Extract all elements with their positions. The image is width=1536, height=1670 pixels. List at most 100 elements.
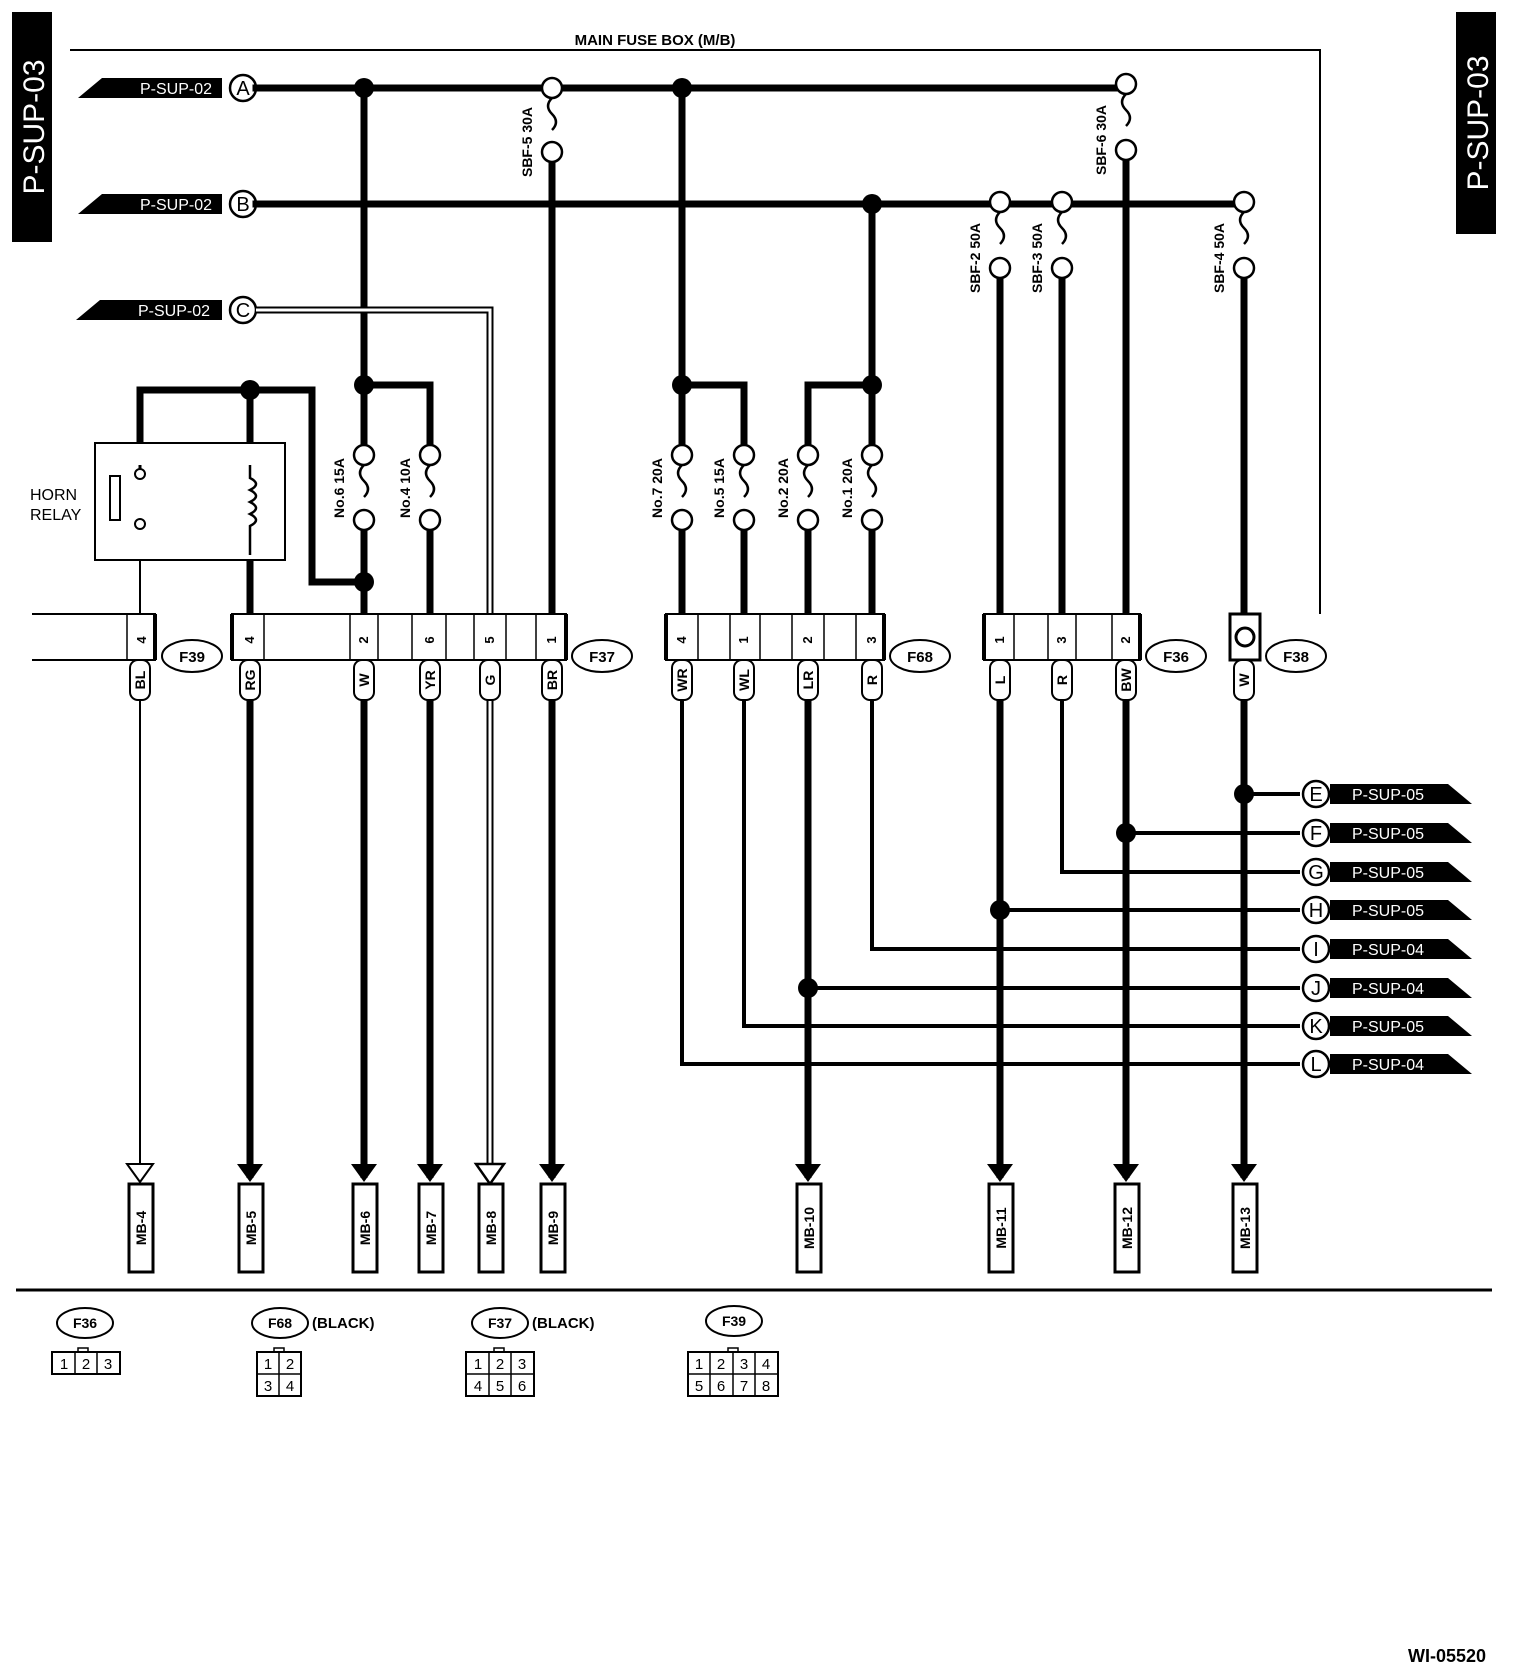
page-tab-right-text: P-SUP-03 [1462,55,1495,190]
connector-legend: F36 1 2 3 F68 (BLACK) 1 2 3 4 F37 (BLACK… [51,1305,779,1397]
svg-text:P-SUP-05: P-SUP-05 [1352,903,1424,920]
svg-text:F36: F36 [1163,649,1189,666]
svg-text:3: 3 [264,1378,272,1395]
svg-text:MB-7: MB-7 [423,1211,439,1245]
wire-tag-wr: WR [671,659,693,701]
lower-wires [246,700,1248,1178]
connector-f36: F36 [982,613,1207,673]
ref-flag-f[interactable]: F P-SUP-05 [1301,818,1472,848]
svg-text:6: 6 [717,1378,725,1395]
bus-wires [136,84,1248,618]
svg-text:F: F [1310,823,1322,845]
svg-text:G: G [1308,862,1324,884]
svg-text:W: W [1236,673,1252,687]
svg-text:2: 2 [800,636,815,643]
svg-text:RG: RG [242,669,258,690]
ref-flag-h[interactable]: H P-SUP-05 [1301,895,1472,925]
ref-flag-i[interactable]: I P-SUP-04 [1301,934,1472,964]
ref-flag-l[interactable]: L P-SUP-04 [1301,1049,1472,1079]
wire-tag-l: L [989,659,1011,701]
legend-f37: F37 (BLACK) 1 2 3 4 5 6 [465,1307,594,1397]
svg-text:YR: YR [422,670,438,689]
arrowheads [125,1162,1257,1187]
horn-relay-label-1: HORN [30,487,77,504]
fuse-sbf6: SBF-6 30A [1093,72,1138,175]
svg-text:R: R [864,675,880,685]
svg-text:No.6 15A: No.6 15A [331,458,347,518]
svg-text:3: 3 [104,1356,112,1373]
ref-flag-k[interactable]: K P-SUP-05 [1301,1011,1472,1041]
svg-text:F38: F38 [1283,649,1309,666]
wire-tag-w-f38: W [1233,659,1255,701]
svg-text:No.7 20A: No.7 20A [649,458,665,518]
ref-flag-g[interactable]: G P-SUP-05 [1301,857,1472,887]
svg-text:K: K [1309,1016,1323,1038]
terminal-mb-10: MB-10 [795,1182,823,1274]
terminal-mb-6: MB-6 [351,1182,379,1274]
wire-tag-g: G [479,659,501,701]
wire-tag-rg: RG [239,659,261,701]
svg-text:3: 3 [740,1356,748,1373]
wire-color-tags: BL RG W YR G BR WR WL LR R L R BW W [129,659,1255,701]
svg-text:L: L [1310,1054,1321,1076]
svg-text:H: H [1309,900,1323,922]
ref-flag-j[interactable]: J P-SUP-04 [1301,973,1472,1003]
ref-flag-e[interactable]: E P-SUP-05 [1301,779,1472,809]
horn-relay: HORN RELAY [30,442,286,561]
svg-text:(BLACK): (BLACK) [532,1315,594,1332]
ref-flag-c[interactable]: P-SUP-02 C [76,295,258,325]
fuse-no2: No.2 20A [775,443,820,532]
svg-text:W: W [356,673,372,687]
ref-flag-b[interactable]: P-SUP-02 B [78,189,258,219]
svg-text:2: 2 [356,636,371,643]
svg-text:8: 8 [762,1378,770,1395]
svg-text:P-SUP-04: P-SUP-04 [1352,981,1424,998]
wire-c-hollow [256,306,494,614]
terminal-mb-11: MB-11 [987,1182,1015,1274]
connector-f37: F37 [230,613,633,673]
connector-f68: F68 [664,613,951,673]
svg-text:MB-12: MB-12 [1119,1207,1135,1249]
figure-code: WI-05520 [1408,1646,1486,1666]
pin-numbers: 4 4 2 6 5 1 4 1 2 3 1 3 2 [134,636,1133,644]
svg-text:No.4 10A: No.4 10A [397,458,413,518]
junction-dots [240,78,882,592]
fuse-sbf2: SBF-2 50A [967,190,1012,293]
svg-text:C: C [236,300,250,322]
fuse-sbf4: SBF-4 50A [1211,190,1256,293]
svg-text:MB-11: MB-11 [993,1207,1009,1248]
svg-text:2: 2 [1118,636,1133,643]
legend-f36: F36 1 2 3 [51,1307,121,1375]
wire-tag-r-f68: R [861,659,883,701]
svg-text:1: 1 [474,1356,482,1373]
svg-text:No.5 15A: No.5 15A [711,458,727,518]
svg-text:4: 4 [674,636,689,644]
svg-text:P-SUP-05: P-SUP-05 [1352,865,1424,882]
svg-text:5: 5 [496,1378,504,1395]
svg-text:MB-9: MB-9 [545,1211,561,1245]
wire-tag-bl: BL [129,659,151,701]
svg-text:4: 4 [134,636,149,644]
svg-text:7: 7 [740,1378,748,1395]
svg-text:MB-8: MB-8 [483,1211,499,1245]
ref-flag-a[interactable]: P-SUP-02 A [78,73,258,103]
svg-text:P-SUP-05: P-SUP-05 [1352,826,1424,843]
svg-text:MB-5: MB-5 [243,1211,259,1245]
terminal-mb-7: MB-7 [417,1182,445,1274]
svg-text:L: L [992,675,1008,684]
svg-text:F36: F36 [73,1315,97,1331]
svg-text:F39: F39 [722,1313,746,1329]
terminal-mb-5: MB-5 [237,1182,265,1274]
lower-branch-wires [680,700,1300,1066]
horn-relay-label-2: RELAY [30,507,82,524]
svg-text:WR: WR [674,668,690,691]
svg-text:3: 3 [864,636,879,643]
terminal-mb-13: MB-13 [1231,1182,1259,1274]
connector-f38: F38 [1228,612,1327,673]
svg-text:F68: F68 [268,1315,292,1331]
svg-text:4: 4 [474,1378,482,1395]
fuse-box-title: MAIN FUSE BOX (M/B) [575,32,736,49]
svg-text:J: J [1311,978,1321,1000]
mb-terminals: MB-4 MB-5 MB-6 MB-7 MB-8 MB-9 MB-10 MB-1… [127,1182,1259,1274]
svg-text:No.2 20A: No.2 20A [775,458,791,518]
